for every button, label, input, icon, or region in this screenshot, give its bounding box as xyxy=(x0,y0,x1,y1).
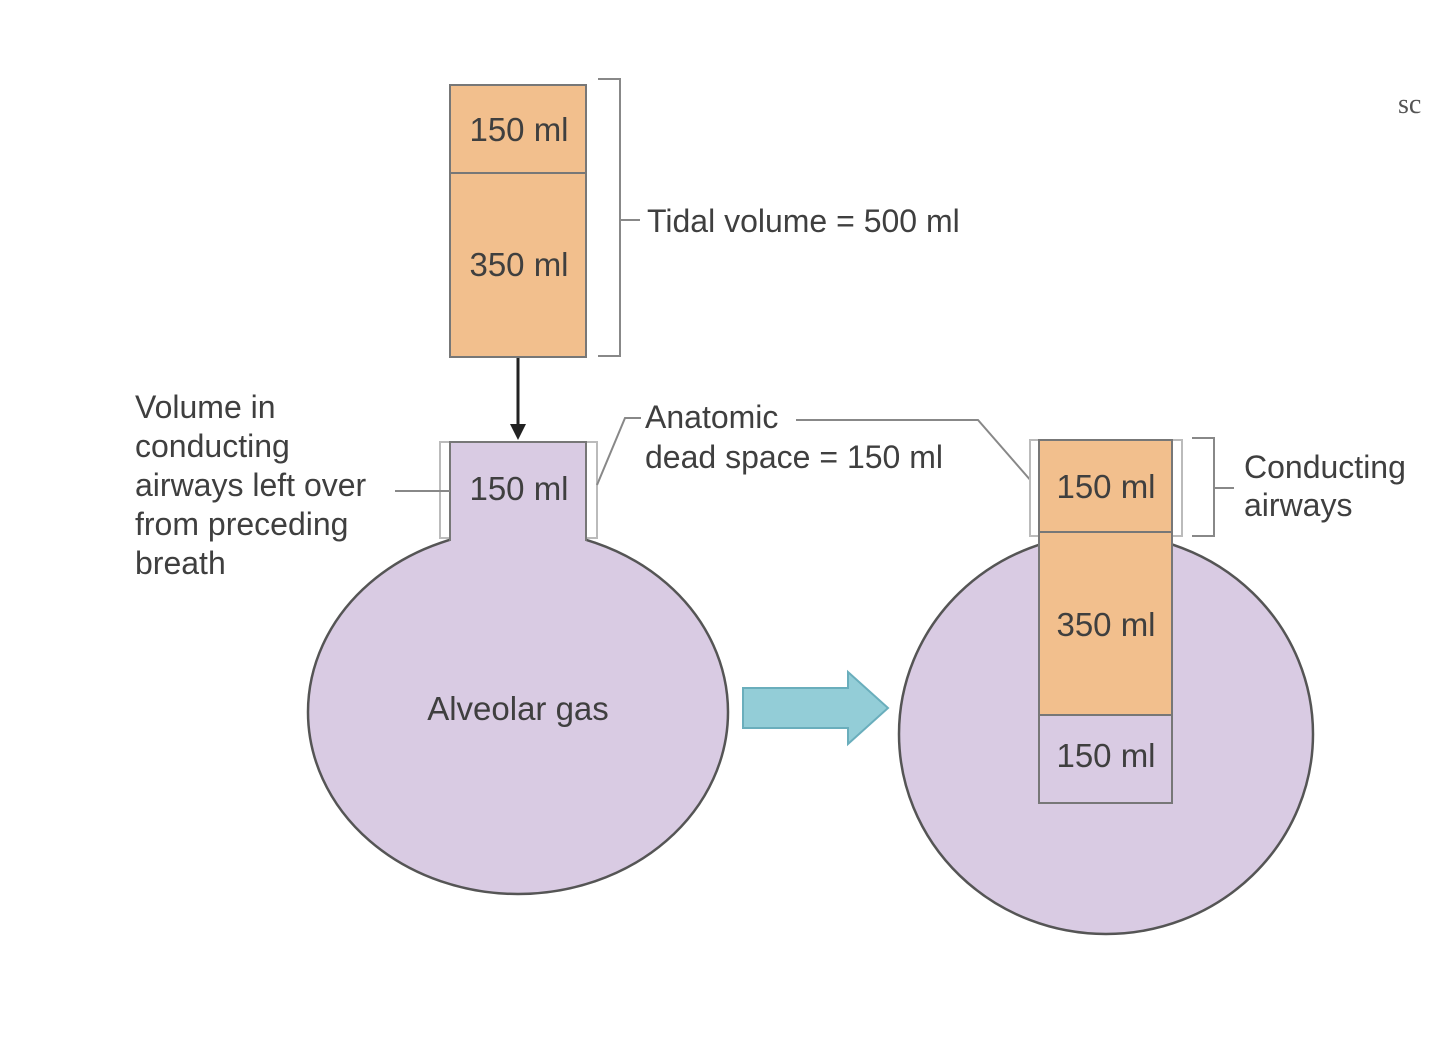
tidal-volume-bracket xyxy=(598,78,621,357)
right-bottom-label: 150 ml xyxy=(1056,737,1155,774)
svg-text:Volume in: Volume in xyxy=(135,389,276,425)
tidal-top-label: 150 ml xyxy=(469,111,568,148)
svg-text:dead space = 150 ml: dead space = 150 ml xyxy=(645,439,943,475)
tidal-bottom-label: 350 ml xyxy=(469,246,568,283)
dead-space-connector-left xyxy=(596,417,641,486)
right-bottom-block xyxy=(1038,714,1173,804)
right-middle-label: 350 ml xyxy=(1056,606,1155,643)
transfer-arrow xyxy=(742,669,890,747)
tidal-top-block xyxy=(449,84,587,174)
svg-text:conducting: conducting xyxy=(135,428,290,464)
right-middle-block xyxy=(1038,531,1173,716)
right-top-label: 150 ml xyxy=(1056,468,1155,505)
left-neck-label: 150 ml xyxy=(469,470,568,507)
conducting-airways-bracket xyxy=(1192,437,1215,537)
leftover-volume-label: Volume in conducting airways left over f… xyxy=(135,389,367,581)
right-lung: 150 ml 350 ml 150 ml xyxy=(897,439,1315,936)
dead-space-label: Anatomic dead space = 150 ml xyxy=(645,399,943,475)
left-neck-block xyxy=(449,441,587,541)
tidal-volume-label: Tidal volume = 500 ml xyxy=(647,203,960,239)
svg-text:breath: breath xyxy=(135,545,226,581)
tidal-volume-stack: 150 ml 350 ml xyxy=(449,84,587,358)
tidal-bottom-block xyxy=(449,172,587,358)
inhale-arrow xyxy=(510,358,526,440)
left-lung: 150 ml Alveolar gas xyxy=(306,441,730,896)
alveolar-gas-label: Alveolar gas xyxy=(427,690,609,727)
svg-text:airways left over: airways left over xyxy=(135,467,367,503)
svg-text:from preceding: from preceding xyxy=(135,506,348,542)
svg-text:airways: airways xyxy=(1244,487,1352,523)
right-top-block xyxy=(1038,439,1173,533)
conducting-airways-label: Conducting airways xyxy=(1244,449,1406,523)
dead-space-connector-right xyxy=(796,419,1033,483)
svg-text:Conducting: Conducting xyxy=(1244,449,1406,485)
svg-text:Anatomic: Anatomic xyxy=(645,399,778,435)
corner-mark: sc xyxy=(1398,89,1421,120)
